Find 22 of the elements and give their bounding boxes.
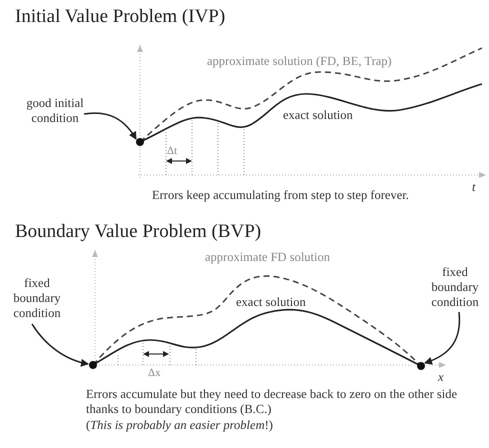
step-label: Δt bbox=[167, 144, 178, 159]
axis-label: x bbox=[438, 370, 444, 385]
annotation-text: fixed boundary condition bbox=[422, 265, 488, 310]
caption-text: Errors accumulate but they need to decrease back to zero on the other side thanks to boundary conditions (B.C.) bbox=[86, 387, 458, 417]
curve-label: approximate solution (FD, BE, Trap) bbox=[207, 54, 392, 69]
annotation-text: fixed boundary condition bbox=[2, 276, 72, 321]
axis-label: t bbox=[472, 180, 476, 195]
leader-arrow bbox=[424, 312, 460, 364]
leader-arrow bbox=[31, 324, 89, 366]
annotation-text: good initial condition bbox=[20, 96, 90, 126]
point-marker bbox=[136, 138, 144, 146]
note-text: (This is probably an easier problem!) bbox=[86, 418, 273, 433]
point-marker bbox=[89, 361, 97, 369]
point-marker bbox=[417, 362, 425, 370]
caption-text: Errors keep accumulating from step to step forever. bbox=[152, 188, 409, 203]
curve-label: approximate FD solution bbox=[205, 250, 330, 265]
heading: Initial Value Problem (IVP) bbox=[15, 6, 226, 28]
curve-label: exact solution bbox=[236, 295, 306, 310]
curve-label: exact solution bbox=[283, 108, 353, 123]
leader-arrow bbox=[84, 112, 137, 140]
heading: Boundary Value Problem (BVP) bbox=[15, 221, 262, 243]
step-label: Δx bbox=[148, 366, 161, 381]
